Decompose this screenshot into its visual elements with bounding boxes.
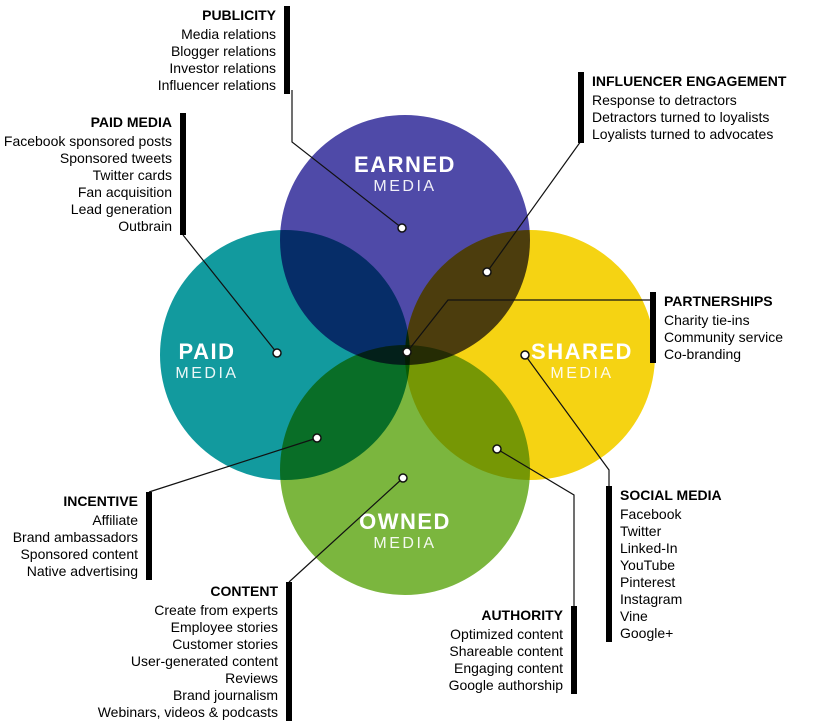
paid-circle-title: PAID bbox=[178, 339, 236, 364]
callout-item: User-generated content bbox=[130, 653, 278, 669]
callout-content-title: CONTENT bbox=[210, 583, 278, 599]
callout-item: Twitter bbox=[620, 523, 662, 539]
callout-item: Twitter cards bbox=[92, 167, 172, 183]
callout-partnerships: PARTNERSHIPS Charity tie-ins Community s… bbox=[650, 292, 814, 363]
callout-item: Sponsored tweets bbox=[59, 150, 172, 166]
callout-incentive: INCENTIVE Affiliate Brand ambassadors Sp… bbox=[2, 492, 152, 580]
callout-partnerships-title: PARTNERSHIPS bbox=[664, 293, 773, 309]
callout-item: Detractors turned to loyalists bbox=[592, 109, 770, 125]
callout-item: Vine bbox=[620, 608, 648, 624]
callout-item: Reviews bbox=[225, 670, 278, 686]
shared-circle-subtitle: MEDIA bbox=[550, 365, 614, 382]
callout-incentive-title: INCENTIVE bbox=[63, 493, 138, 509]
owned-circle-title: OWNED bbox=[359, 509, 451, 534]
earned-circle-subtitle: MEDIA bbox=[373, 178, 437, 195]
callout-item: Engaging content bbox=[454, 660, 563, 676]
callout-influencer-engagement-list: Response to detractors Detractors turned… bbox=[592, 92, 792, 143]
callout-item: Linked-In bbox=[620, 540, 678, 556]
callout-item: Charity tie-ins bbox=[664, 312, 750, 328]
callout-item: Pinterest bbox=[620, 574, 676, 590]
callout-paid-media-list: Facebook sponsored posts Sponsored tweet… bbox=[2, 133, 172, 235]
callout-paid-media-title: PAID MEDIA bbox=[90, 114, 172, 130]
callout-item: Create from experts bbox=[154, 602, 278, 618]
callout-item: Webinars, videos & podcasts bbox=[97, 704, 278, 720]
callout-influencer-engagement: INFLUENCER ENGAGEMENT Response to detrac… bbox=[578, 72, 792, 143]
callout-social-media-list: Facebook Twitter Linked-In YouTube Pinte… bbox=[620, 506, 760, 642]
callout-item: Lead generation bbox=[70, 201, 172, 217]
callout-item: Co-branding bbox=[664, 346, 742, 362]
callout-authority: AUTHORITY Optimized content Shareable co… bbox=[420, 606, 577, 694]
callout-social-media-title: SOCIAL MEDIA bbox=[620, 487, 722, 503]
callout-item: Employee stories bbox=[170, 619, 278, 635]
callout-item: Customer stories bbox=[172, 636, 278, 652]
earned-circle-title: EARNED bbox=[354, 152, 456, 177]
callout-item: Brand ambassadors bbox=[12, 529, 138, 545]
paid-circle-label: PAID MEDIA bbox=[107, 340, 307, 383]
callout-incentive-list: Affiliate Brand ambassadors Sponsored co… bbox=[2, 512, 138, 580]
callout-item: Facebook bbox=[620, 506, 682, 522]
owned-circle-label: OWNED MEDIA bbox=[305, 510, 505, 553]
callout-item: Google+ bbox=[620, 625, 674, 641]
callout-publicity: PUBLICITY Media relations Blogger relati… bbox=[86, 6, 290, 94]
callout-item: Native advertising bbox=[26, 563, 138, 579]
callout-item: Outbrain bbox=[118, 218, 172, 234]
callout-publicity-list: Media relations Blogger relations Invest… bbox=[86, 26, 276, 94]
callout-item: Facebook sponsored posts bbox=[3, 133, 172, 149]
callout-item: Brand journalism bbox=[172, 687, 278, 703]
paid-circle-subtitle: MEDIA bbox=[175, 365, 239, 382]
callout-item: Affiliate bbox=[92, 512, 138, 528]
callout-content-list: Create from experts Employee stories Cus… bbox=[95, 602, 278, 721]
callout-item: Loyalists turned to advocates bbox=[592, 126, 774, 142]
callout-item: Community service bbox=[664, 329, 784, 345]
callout-influencer-engagement-title: INFLUENCER ENGAGEMENT bbox=[592, 73, 787, 89]
callout-item: Media relations bbox=[181, 26, 276, 42]
callout-item: Investor relations bbox=[169, 60, 276, 76]
callout-partnerships-list: Charity tie-ins Community service Co-bra… bbox=[664, 312, 814, 363]
callout-item: Response to detractors bbox=[592, 92, 737, 108]
callout-publicity-title: PUBLICITY bbox=[202, 7, 276, 23]
callout-content: CONTENT Create from experts Employee sto… bbox=[95, 582, 292, 721]
callout-item: Optimized content bbox=[450, 626, 563, 642]
owned-circle-subtitle: MEDIA bbox=[373, 535, 437, 552]
callout-item: Blogger relations bbox=[170, 43, 276, 59]
callout-item: Instagram bbox=[620, 591, 683, 607]
callout-item: Shareable content bbox=[449, 643, 563, 659]
callout-item: Fan acquisition bbox=[77, 184, 172, 200]
callout-item: YouTube bbox=[620, 557, 676, 573]
callout-social-media: SOCIAL MEDIA Facebook Twitter Linked-In … bbox=[606, 486, 760, 642]
callout-item: Google authorship bbox=[448, 677, 563, 693]
earned-circle-label: EARNED MEDIA bbox=[305, 153, 505, 196]
callout-authority-list: Optimized content Shareable content Enga… bbox=[420, 626, 563, 694]
callout-authority-title: AUTHORITY bbox=[481, 607, 563, 623]
callout-item: Sponsored content bbox=[20, 546, 138, 562]
callout-item: Influencer relations bbox=[157, 77, 276, 93]
callout-paid-media: PAID MEDIA Facebook sponsored posts Spon… bbox=[2, 113, 186, 235]
